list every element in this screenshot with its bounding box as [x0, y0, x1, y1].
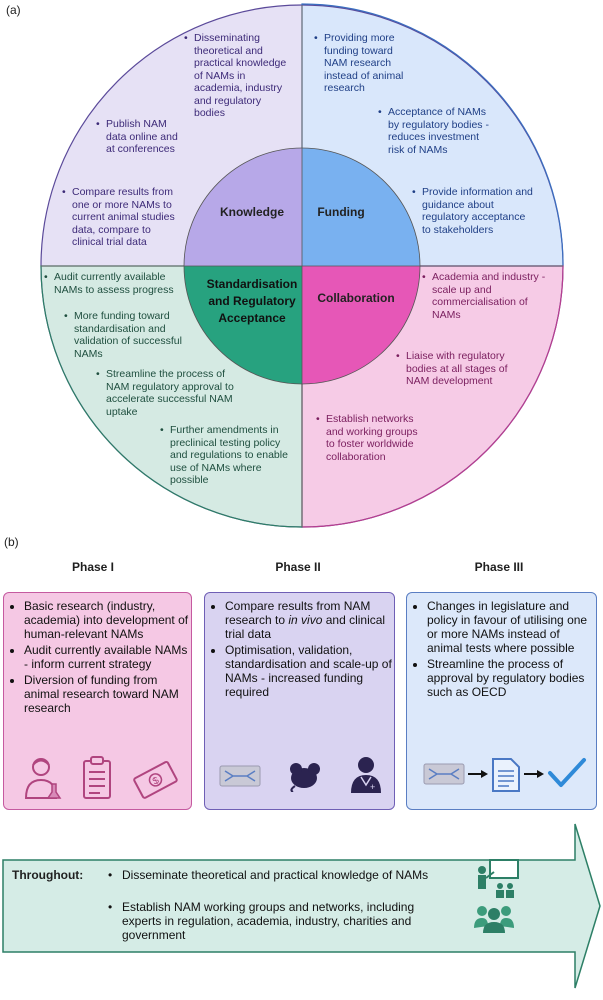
doctor-icon: + [351, 757, 381, 793]
checkmark-icon [548, 758, 586, 787]
document-icon [492, 758, 520, 792]
throughout-bullet: • [108, 900, 113, 914]
throughout-item: Disseminate theoretical and practical kn… [122, 868, 429, 882]
standardisation-label-line: and Regulatory [208, 294, 296, 308]
standardisation-label-line: Standardisation [206, 277, 298, 291]
phase-1-item: Basic research (industry, academia) into… [24, 599, 191, 641]
svg-text:$: $ [151, 775, 161, 788]
svg-text:+: + [370, 782, 375, 792]
phase-2-item: Optimisation, validation, standardisatio… [225, 643, 394, 699]
clipboard-icon [83, 756, 111, 799]
knowledge-label: Knowledge [219, 205, 284, 219]
phase-3-title: Phase III [474, 560, 524, 574]
standardisation-label-line: Acceptance [218, 311, 286, 325]
funding-label: Funding [317, 205, 365, 219]
phase-3-item: Changes in legislature and policy in fav… [427, 599, 596, 655]
standardisation-core [184, 266, 302, 384]
organ-chip-icon [219, 765, 261, 787]
funding-core [302, 148, 420, 266]
money-icon: $ [133, 760, 178, 799]
presenter-icon [478, 859, 519, 898]
phase-2-title: Phase II [275, 560, 321, 574]
strategy-wheel [40, 3, 564, 528]
standardisation-label: Standardisation and Regulatory Acceptanc… [196, 276, 308, 327]
collaboration-core [302, 266, 420, 384]
organ-chip-icon [423, 763, 465, 785]
throughout-bullet: • [108, 868, 113, 882]
scientist-icon [24, 758, 62, 799]
phase-1-box: Basic research (industry, academia) into… [3, 592, 192, 810]
panel-b-label: (b) [4, 535, 19, 549]
collaboration-label: Collaboration [317, 291, 395, 305]
mouse-icon [290, 763, 320, 792]
throughout-item: Establish NAM working groups and network… [122, 900, 415, 942]
phase-1-item: Diversion of funding from animal researc… [24, 673, 191, 715]
phase-3-item: Streamline the process of approval by re… [427, 657, 596, 699]
phase-2-box: Compare results from NAM research to in … [204, 592, 395, 810]
arrow-right-icon [468, 770, 488, 778]
phase-1-title: Phase I [71, 560, 115, 574]
phase-2-item: Compare results from NAM research to in … [225, 599, 394, 641]
team-icon [474, 906, 514, 933]
knowledge-core [184, 148, 302, 266]
throughout-label: Throughout: [12, 868, 84, 882]
panel-a-label: (a) [6, 3, 21, 17]
phase-3-box: Changes in legislature and policy in fav… [406, 592, 597, 810]
throughout-arrow [2, 823, 601, 989]
arrow-right-icon [524, 770, 544, 778]
phase-1-item: Audit currently available NAMs - inform … [24, 643, 191, 671]
